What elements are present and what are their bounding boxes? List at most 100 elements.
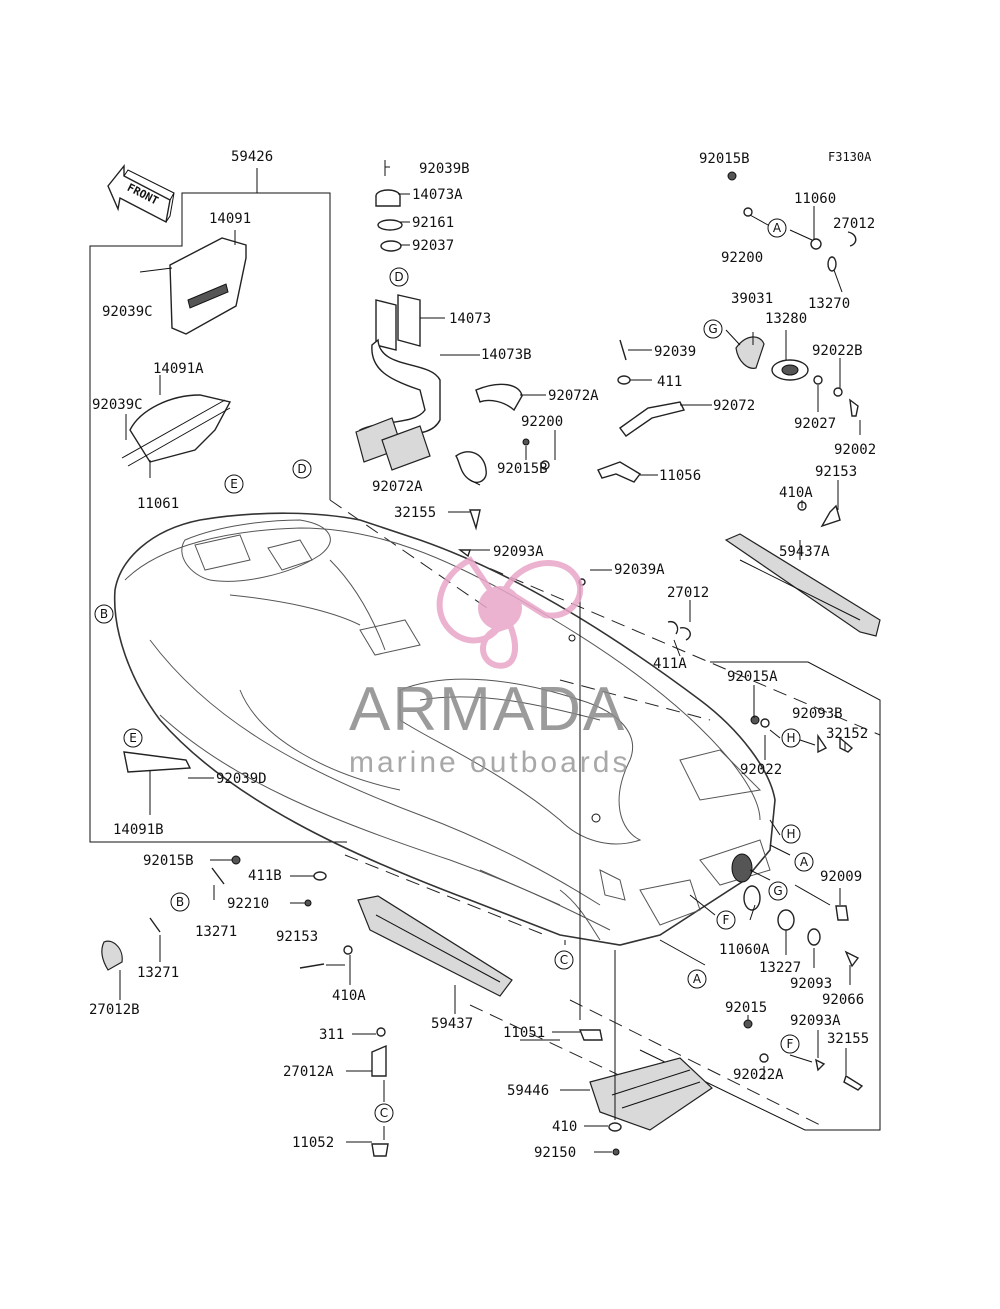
part-label: 92039D — [216, 771, 267, 787]
part-59437A-sponson — [724, 533, 881, 637]
part-39031-cone — [735, 336, 809, 381]
part-label: 14073A — [412, 187, 463, 203]
part-label: 27012 — [667, 585, 709, 601]
propeller-icon — [436, 556, 584, 669]
watermark-logo: ARMADA marine outboards — [349, 556, 630, 779]
part-label: 92015B — [497, 461, 548, 477]
part-59437-sponson — [357, 895, 513, 997]
part-label: 92072 — [713, 398, 755, 414]
part-label: 92039C — [92, 397, 143, 413]
part-label: 11061 — [137, 496, 179, 512]
part-label: 92037 — [412, 238, 454, 254]
part-label: 92150 — [534, 1145, 576, 1161]
part-label: 92093A — [493, 544, 544, 560]
part-label: 59426 — [231, 149, 273, 165]
part-brackets-11056 — [597, 339, 686, 483]
svg-text:H: H — [786, 827, 795, 841]
part-label: 92072A — [372, 479, 423, 495]
part-label: 92002 — [834, 442, 876, 458]
svg-text:G: G — [708, 322, 717, 336]
part-label: 92200 — [521, 414, 563, 430]
part-label: 39031 — [731, 291, 773, 307]
part-label: 92210 — [227, 896, 269, 912]
leader-lines — [119, 166, 861, 1153]
part-label: 11051 — [503, 1025, 545, 1041]
group-frame-59426 — [89, 168, 347, 843]
part-label: 92039 — [654, 344, 696, 360]
ref-circle-H-1: H — [781, 728, 801, 748]
front-arrow-icon: FRONT — [107, 164, 175, 224]
part-label: 92153 — [815, 464, 857, 480]
watermark-brand: ARMADA — [349, 675, 626, 744]
part-label: 92153 — [276, 929, 318, 945]
dashed-guide-lines — [329, 499, 881, 1126]
part-label: 92039B — [419, 161, 470, 177]
part-label: 13271 — [195, 924, 237, 940]
figure-code: F3130A — [828, 150, 872, 164]
part-label: 92093 — [790, 976, 832, 992]
svg-text:C: C — [380, 1106, 388, 1120]
part-label: 14073 — [449, 311, 491, 327]
part-label: 92072A — [548, 388, 599, 404]
part-label: 92022B — [812, 343, 863, 359]
ref-circle-G-2: G — [768, 881, 788, 901]
part-label: 92015B — [143, 853, 194, 869]
part-label: 92161 — [412, 215, 454, 231]
part-labels: 59426 14091 92039C 14091A 92039C 11061 9… — [89, 149, 876, 1161]
ref-circle-C-2: C — [374, 1103, 394, 1123]
part-label: 59437A — [779, 544, 830, 560]
part-label: 11060 — [794, 191, 836, 207]
part-label: 92093B — [792, 706, 843, 722]
ref-circle-C-1: C — [554, 950, 574, 970]
part-label: 92200 — [721, 250, 763, 266]
part-small-fasteners-top-right — [727, 171, 859, 528]
part-label: 11056 — [659, 468, 701, 484]
part-14091A-cover — [121, 394, 232, 467]
svg-text:B: B — [100, 607, 108, 621]
part-label: 92015A — [727, 669, 778, 685]
watermark-tagline: marine outboards — [349, 746, 630, 779]
ref-circle-B-1: B — [94, 604, 114, 624]
ref-circle-D-2: D — [292, 459, 312, 479]
ref-circle-G-1: G — [703, 319, 723, 339]
part-label: 32152 — [826, 726, 868, 742]
part-label: 11052 — [292, 1135, 334, 1151]
part-label: 14091 — [209, 211, 251, 227]
part-lower-left-hardware — [101, 751, 622, 1157]
part-label: 92093A — [790, 1013, 841, 1029]
ref-circle-B-2: B — [170, 892, 190, 912]
part-label: 410A — [779, 485, 813, 501]
part-59446-intake-grate — [589, 1057, 713, 1131]
group-frame-right — [639, 661, 881, 1131]
ref-circle-E-2: E — [123, 728, 143, 748]
part-label: 92009 — [820, 869, 862, 885]
part-label: 59437 — [431, 1016, 473, 1032]
part-label: 410 — [552, 1119, 577, 1135]
svg-text:A: A — [773, 221, 782, 235]
svg-text:H: H — [786, 731, 795, 745]
part-label: 32155 — [394, 505, 436, 521]
ref-circle-F-1: F — [716, 910, 736, 930]
ref-circle-F-2: F — [780, 1034, 800, 1054]
svg-text:D: D — [394, 270, 403, 284]
part-label: 13280 — [765, 311, 807, 327]
svg-text:F: F — [787, 1037, 794, 1051]
svg-text:F: F — [723, 913, 730, 927]
part-label: 92015B — [699, 151, 750, 167]
svg-text:G: G — [773, 884, 782, 898]
part-label: 11060A — [719, 942, 770, 958]
part-label: 13227 — [759, 960, 801, 976]
part-label: 27012B — [89, 1002, 140, 1018]
part-label: 411A — [653, 656, 687, 672]
part-label: 92039A — [614, 562, 665, 578]
part-label: 92022 — [740, 762, 782, 778]
part-right-hardware — [457, 438, 864, 1091]
part-label: 13270 — [808, 296, 850, 312]
ref-circle-H-2: H — [781, 824, 801, 844]
ref-circle-D-1: D — [389, 267, 409, 287]
svg-text:B: B — [176, 895, 184, 909]
part-label: 410A — [332, 988, 366, 1004]
part-label: 92039C — [102, 304, 153, 320]
part-label: 27012A — [283, 1064, 334, 1080]
